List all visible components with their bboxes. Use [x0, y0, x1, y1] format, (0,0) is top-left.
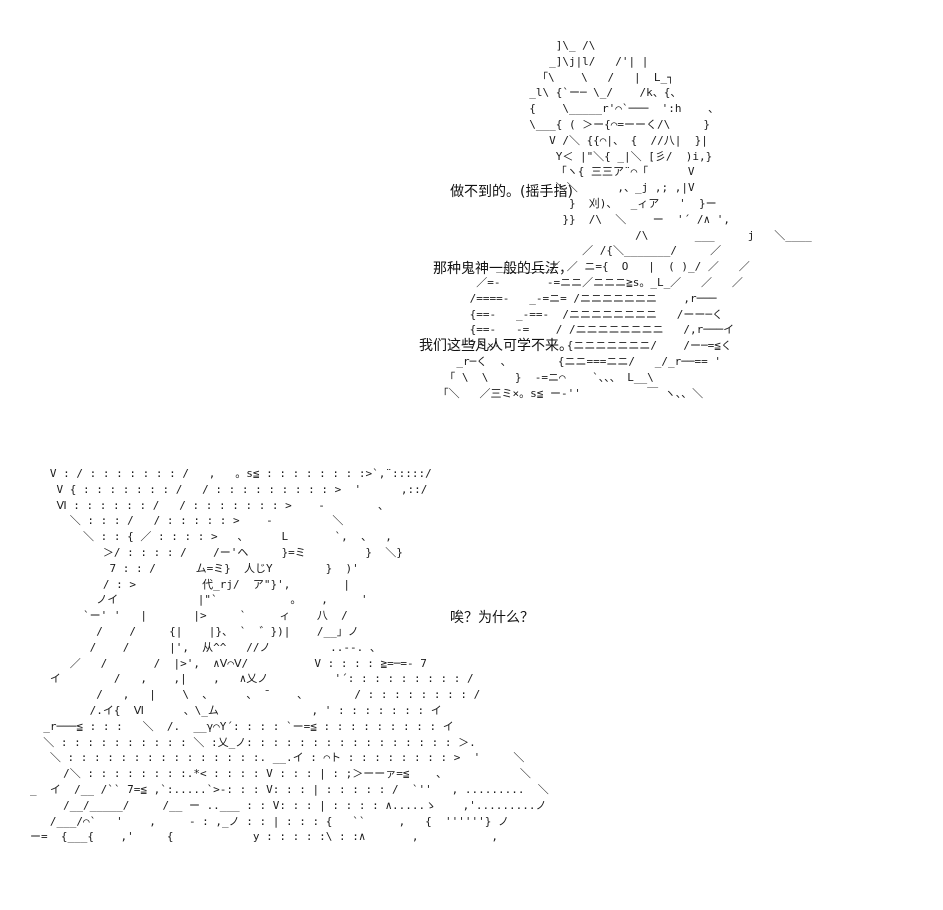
ascii-art-upper-line: 7ミ×- {ニニニニニニニ/ /ー─=≦く [410, 339, 732, 353]
ascii-art-lower-line: ＼ : : : : : : : : : : ＼ :乂_ノ: : : : : : … [30, 735, 476, 749]
ascii-art-lower-line: ／ / / |>', ∧Ⅴ⌒Ⅴ/ V : : : : ≧=─=- 7 [30, 656, 427, 670]
ascii-art-upper-line: { \_____r'⌒`─── ':h 、 [410, 102, 720, 116]
ascii-art-lower-line: Ⅵ : : : : : : / / : : : : : : : > ‐ 、 [30, 498, 389, 512]
dialogue-upper-line-3: 我们这些凡人可学不来。 [419, 338, 573, 354]
ascii-art-upper-line: _r─く 、 {ニニ===ニニ/ _/_r──== ' [410, 354, 722, 368]
ascii-art-lower-line: /.イ{ Ⅵ 、\_ム , ' : : : : : : : イ [30, 703, 442, 717]
ascii-art-lower-line: イ / , ,| , ∧乂ノ '´: : : : : : : : : / [30, 672, 474, 686]
ascii-art-upper-line: ／=- -=ニニ／ニニニ≧s。_L_／ ／ ／ [410, 275, 743, 289]
ascii-art-upper-line: ]\_ /\ [410, 39, 596, 52]
ascii-art-lower-line: `ー' ' | |> ` ィ 八 / [30, 609, 348, 623]
ascii-art-lower-line: ＼ : : : / / : : : : : > ‐ ＼ [30, 514, 344, 528]
ascii-art-lower-line: /__/_____/ /__ ー ..___ : : V: : : | : : … [30, 798, 547, 812]
ascii-art-upper-line: 「ヽ{ 三三ア¨⌒「 V [410, 165, 695, 179]
ascii-art-lower-line: _ イ /__ /`` ̄7=≦ ,`:.....`>-: : : V: : :… [30, 782, 549, 796]
ascii-art-upper-line: /====- _-=ニ= /ニニニニニニニ ,r─── [410, 291, 717, 305]
ascii-art-lower-line: ＼ : : : : : : : : : : : : : : :. __.イ : … [30, 751, 525, 765]
ascii-art-lower-character: V : / : : : : : : : / , 。s≦ : : : : : : … [30, 466, 549, 845]
ascii-art-lower-line: 7 : : / ム=ミ} 人じY } )' [30, 561, 359, 575]
ascii-art-lower-line: V { : : : : : : : / / : : : : : : : : : … [30, 482, 428, 496]
ascii-art-lower-line: / / {| |}、 ` ゛})| /__」ノ [30, 624, 359, 638]
ascii-art-upper-line: ｢ \ \ } -=ニ⌒ `、、、 L__\ [410, 370, 654, 384]
ascii-art-lower-line: _r───≦ : : : ＼ /. __γ⌒Y´: : : : `ー=≦ : :… [30, 719, 454, 733]
ascii-art-lower-line: ー= {___{ ,' { y : : : : :\ : :∧ , , [30, 830, 498, 844]
ascii-art-lower-line: /___/⌒` ' , ‐ : ,_ノ : : | : : : { `` , {… [30, 814, 509, 828]
dialogue-upper-line-2: 那种鬼神一般的兵法， [433, 261, 573, 277]
ascii-art-upper-line: /\ ___ j ＼____ [410, 228, 812, 242]
ascii-art-upper-line: V /＼ {{⌒|、 { //八| }| [410, 133, 708, 147]
ascii-art-lower-line: V : / : : : : : : : / , 。s≦ : : : : : : … [30, 467, 432, 480]
ascii-art-upper-line: _l\ {`ー─ \_/ /k、{、 [410, 86, 682, 100]
dialogue-upper: 做不到的。(摇手指) 那种鬼神一般的兵法， 我们这些凡人可学不来。 [419, 140, 573, 392]
ascii-art-lower-line: ノイ |"` 。 , ' [30, 593, 368, 607]
ascii-art-upper-line: ＼＼ ,、_j ,; ,|V [410, 181, 695, 195]
ascii-art-upper-line: {==- -= / /ニニニニニニニニ /,r───イ [410, 323, 735, 337]
ascii-art-upper-line: ／ /{＼_______/ ／ [410, 244, 722, 258]
ascii-art-lower-line: ＞/ : : : : / /ー'ヘ }=ミ } ＼} [30, 545, 403, 559]
ascii-art-upper-line: _]\j|l/ /'| | [410, 54, 649, 68]
ascii-art-upper-line: ｢\ \ / | L_┐ [410, 70, 674, 84]
ascii-art-upper-line: } 刈)、 _ィア ' }ー [410, 196, 717, 210]
dialogue-upper-line-1: 做不到的。(摇手指) [450, 184, 573, 200]
ascii-art-lower-line: / : > 代_rj/ ア"}', | [30, 577, 351, 591]
ascii-art-lower-line: ＼ : : { ／ : : : : > 、 L `, 、 , [30, 530, 392, 544]
ascii-art-upper-line: Y＜ |"＼{ _|＼ [彡/ )i,} [410, 149, 713, 163]
ascii-art-upper-character: ]\_ /\ _]\j|l/ /'| | ｢\ \ / | L_┐ _l\ {`… [410, 38, 812, 401]
ascii-art-lower-line: /＼ : : : : : : : :.*< : : : : V : : : | … [30, 767, 531, 781]
ascii-art-upper-line: \___{ ( ＞ー{⌒=ーーく/\ } [410, 117, 711, 131]
ascii-art-upper-line: ________／ ／ ニ={ O | ( )_/ ／ ／ [410, 260, 750, 274]
ascii-art-lower-line: / , | \ 、 、 ̄ 、 / : : : : : : : : / [30, 688, 481, 702]
dialogue-lower: 唉？为什么？ [450, 610, 534, 626]
ascii-art-lower-line: / / |', 从^^ //ノ ..--. 、 [30, 640, 381, 654]
ascii-art-upper-line: {==- _-==- /ニニニニニニニニ /ーー─く [410, 307, 724, 321]
ascii-art-upper-line: }} /\ ＼ ー '´ /∧ ', [410, 212, 731, 226]
ascii-art-upper-line: ｢＼ ／三ミ×。s≦ ー-'' ￣ ヽ、、＼ [410, 386, 704, 400]
